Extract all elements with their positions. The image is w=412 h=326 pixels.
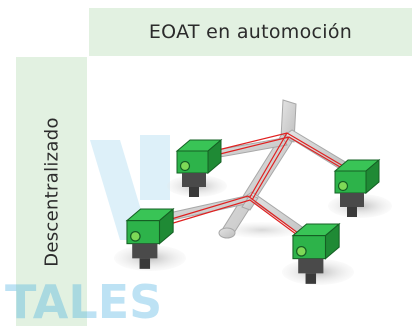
sidebar-cell [16,57,87,326]
watermark: TALES [5,135,170,326]
header-cell: EOAT en automoción [89,8,412,56]
cell-divider-horizontal [89,56,412,57]
header-title: EOAT en automoción [148,21,353,43]
cables [167,132,353,241]
cell-divider-vertical [87,57,89,326]
watermark-text: TALES [5,275,162,326]
